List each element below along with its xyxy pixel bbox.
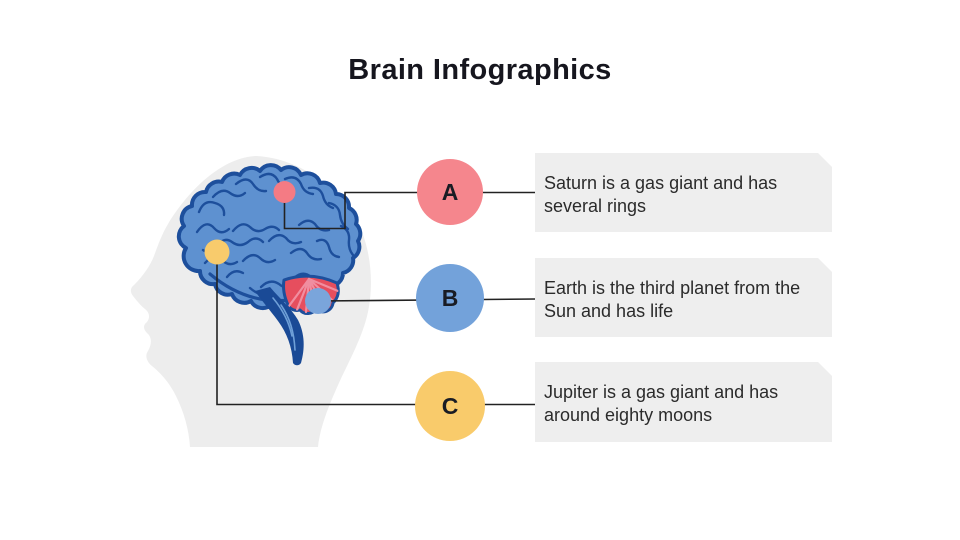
brain-marker-blue — [305, 288, 331, 314]
badge-b: B — [416, 264, 484, 332]
badge-c-label: C — [441, 392, 459, 419]
brain-marker-yellow — [204, 239, 230, 265]
badge-c: C — [415, 371, 485, 441]
description-card-c: Jupiter is a gas giant and has around ei… — [535, 362, 832, 442]
badge-b-label: B — [441, 284, 459, 311]
description-card-b: Earth is the third planet from the Sun a… — [535, 258, 832, 337]
connector-a — [283, 191, 536, 230]
brain-marker-red — [273, 181, 296, 203]
page-title: Brain Infographics — [348, 54, 612, 86]
badge-a-label: A — [441, 178, 459, 205]
description-text-c: Jupiter is a gas giant and has around ei… — [544, 382, 779, 425]
brain-cerebrum — [176, 163, 363, 311]
description-text-b: Earth is the third planet from the Sun a… — [544, 277, 801, 321]
badge-a: A — [417, 159, 483, 225]
description-text-a: Saturn is a gas giant and has several ri… — [544, 172, 778, 216]
description-card-a: Saturn is a gas giant and has several ri… — [535, 153, 832, 232]
brain-stem — [255, 287, 304, 366]
